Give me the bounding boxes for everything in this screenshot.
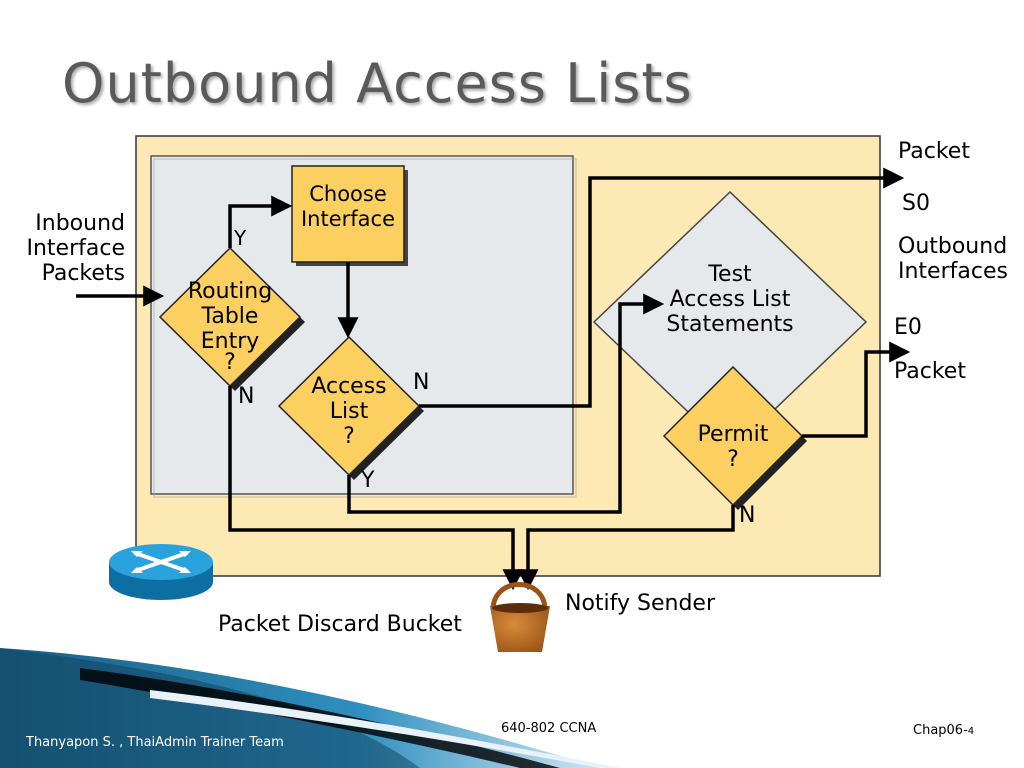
choose-interface-label: Choose Interface: [300, 182, 396, 231]
footer-decoration: [0, 648, 620, 768]
footer-chapter: Chap06-: [913, 723, 968, 738]
router-icon: [109, 544, 213, 600]
notify-sender-label: Notify Sender: [565, 591, 716, 616]
routing-table-label: Routing Table Entry ?: [187, 279, 273, 375]
permit-no-label: N: [739, 503, 756, 528]
routing-yes-label: Y: [234, 226, 247, 250]
test-statements-label: Test Access List Statements: [666, 262, 794, 337]
access-yes-label: Y: [361, 468, 375, 493]
permit-label: Permit ?: [697, 422, 769, 472]
discard-bucket-icon: [490, 582, 550, 652]
flow-connectors: [76, 167, 911, 591]
footer-page: Chap06-4: [913, 723, 974, 738]
inbound-packets-label: Inbound Interface Packets: [26, 211, 126, 286]
outbound-interfaces-label: Outbound Interfaces: [898, 234, 1008, 284]
packet-top-label: Packet: [898, 139, 970, 164]
routing-no-label: N: [238, 384, 255, 409]
footer-page-number: 4: [967, 726, 975, 737]
footer-author: Thanyapon S. , ThaiAdmin Trainer Team: [26, 735, 284, 750]
access-list-label: Access List ?: [311, 374, 387, 449]
footer-course: 640-802 CCNA: [501, 721, 597, 736]
discard-bucket-label: Packet Discard Bucket: [218, 612, 462, 637]
slide-title: Outbound Access Lists: [62, 52, 693, 115]
e0-label: E0: [894, 315, 922, 340]
s0-label: S0: [902, 191, 930, 216]
access-no-label: N: [413, 370, 430, 395]
packet-bottom-label: Packet: [894, 359, 966, 384]
